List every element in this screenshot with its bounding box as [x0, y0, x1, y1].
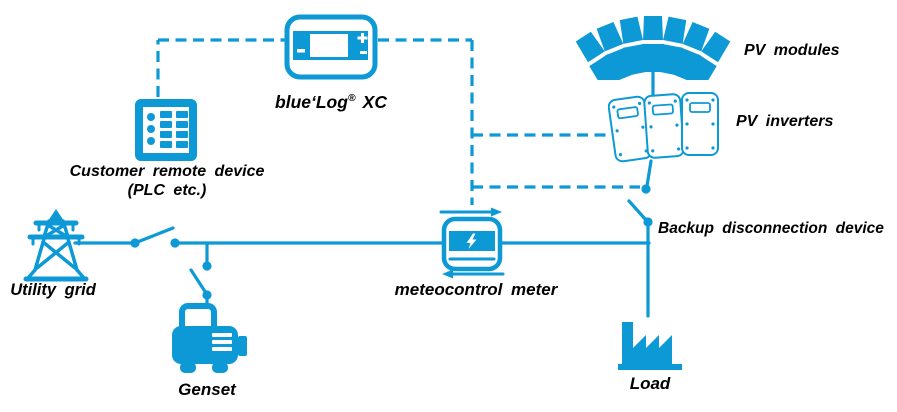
customer-remote-device-label-line2: (PLC etc.) [127, 182, 207, 200]
genset-switch-blade [189, 268, 208, 295]
bluelog-label: blue‘Log® XC [275, 92, 387, 113]
load-label: Load [629, 374, 671, 393]
dot [170, 238, 180, 248]
bluelog-label-text: blue‘Log [275, 92, 348, 112]
grid-switch-blade [133, 226, 175, 245]
customer-remote-device-label-line1: Customer remote device [69, 163, 265, 180]
customer-remote-device-icon [135, 99, 197, 161]
pv-inverters-icon [608, 92, 719, 163]
utility-grid-label: Utility grid [10, 281, 96, 299]
line-inverters-to-backup [645, 159, 653, 188]
bluelog-xc-icon [284, 14, 378, 80]
dot [202, 290, 212, 300]
backup-switch-blade [627, 199, 648, 222]
customer-remote-device-label: Customer remote device (PLC etc.) [37, 162, 297, 200]
pv-inverters-label: PV inverters [736, 113, 834, 130]
dot [643, 217, 653, 227]
backup-disconnection-device-label: Backup disconnection device [658, 220, 884, 237]
dot [641, 184, 651, 194]
dot [130, 238, 140, 248]
genset-label: Genset [178, 380, 236, 399]
pv-modules-icon [575, 16, 731, 80]
load-icon [618, 322, 682, 370]
utility-grid-icon [23, 209, 89, 282]
registered-mark: ® [347, 92, 356, 105]
bluelog-label-model: XC [362, 92, 387, 112]
meteocontrol-meter-label: meteocontrol meter [394, 280, 558, 299]
dot [202, 261, 212, 271]
meteocontrol-meter-icon [439, 207, 505, 279]
pv-modules-label: PV modules [744, 42, 840, 59]
genset-icon [172, 303, 247, 373]
